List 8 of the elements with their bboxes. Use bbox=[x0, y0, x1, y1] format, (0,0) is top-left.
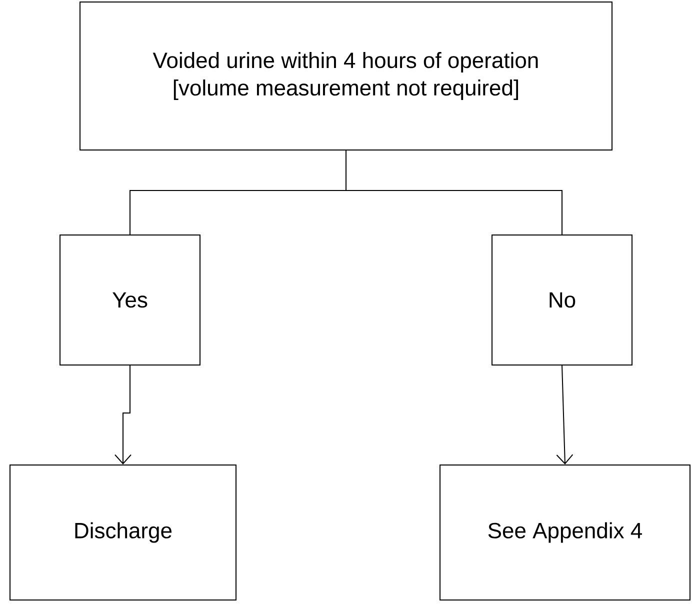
outcome-box: See Appendix 4 bbox=[440, 464, 690, 600]
arrow bbox=[114, 365, 132, 464]
process-box: Voided urine within 4 hours of operation [volume measurement not required] bbox=[80, 2, 612, 150]
outcome-box: Discharge bbox=[10, 464, 236, 600]
decision-box: Yes bbox=[60, 234, 200, 366]
decision-box: No bbox=[492, 234, 633, 366]
connector-line bbox=[346, 150, 562, 235]
arrow bbox=[556, 365, 574, 464]
